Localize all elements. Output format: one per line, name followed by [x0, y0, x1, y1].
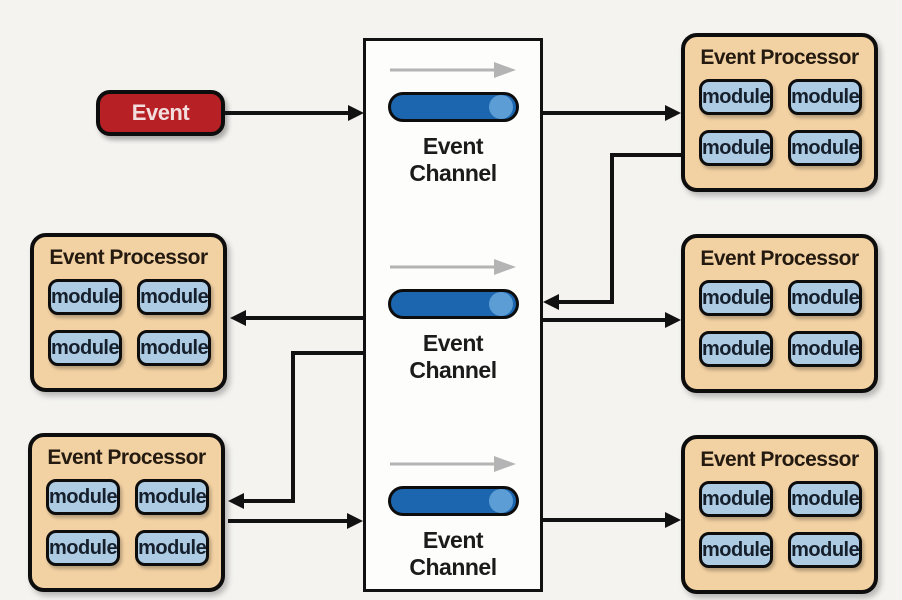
event-processor-bottom-left: Event Processor module module module mod…: [28, 433, 225, 592]
event-processor-title: Event Processor: [700, 448, 859, 471]
event-processor-title: Event Processor: [700, 46, 859, 69]
event-channel-group-1: Event Channel: [366, 61, 540, 187]
module-box: module: [788, 280, 863, 316]
module-grid: module module module module: [46, 479, 210, 566]
arrowhead-into-processor-tr: [665, 105, 681, 121]
arrowhead-into-processor-br: [665, 512, 681, 528]
module-box: module: [46, 530, 121, 566]
connector-processor-tr-to-channel2-seg2: [610, 153, 614, 304]
module-box: module: [788, 79, 863, 115]
module-box: module: [699, 280, 774, 316]
arrowhead-into-processor-bl: [228, 493, 244, 509]
module-box: module: [699, 79, 774, 115]
event-channel-column: Event Channel Event Channel Event: [363, 38, 543, 592]
connector-processor-tr-to-channel2-seg3: [559, 300, 614, 304]
module-box: module: [788, 481, 863, 517]
module-grid: module module module module: [699, 481, 863, 568]
module-box: module: [699, 331, 774, 367]
module-box: module: [699, 481, 774, 517]
connector-channel2-to-processor-bl-seg1: [291, 351, 363, 355]
module-box: module: [137, 279, 212, 315]
arrowhead-into-processor-mr: [665, 312, 681, 328]
event-box: Event: [96, 90, 225, 136]
module-box: module: [48, 330, 123, 366]
queue-cap-icon: [488, 292, 513, 316]
event-label: Event: [131, 100, 190, 125]
module-box: module: [135, 479, 210, 515]
event-channel-group-3: Event Channel: [366, 455, 540, 581]
event-processor-title: Event Processor: [49, 246, 208, 269]
connector-channel2-to-processor-bl-seg2: [291, 351, 295, 503]
event-processor-middle-right: Event Processor module module module mod…: [681, 234, 878, 393]
module-box: module: [699, 130, 774, 166]
arrowhead-into-channel3: [347, 513, 363, 529]
flow-direction-arrow-icon: [390, 456, 516, 472]
module-box: module: [699, 532, 774, 568]
event-processor-top-right: Event Processor module module module mod…: [681, 33, 878, 192]
arrowhead-into-processor-ml: [230, 310, 246, 326]
module-grid: module module module module: [48, 279, 212, 366]
module-box: module: [46, 479, 121, 515]
event-queue-icon: [387, 486, 519, 516]
module-box: module: [788, 331, 863, 367]
arrowhead-into-channel1: [348, 105, 364, 121]
event-channel-label: Event Channel: [409, 133, 497, 186]
event-channel-label: Event Channel: [409, 527, 497, 580]
connector-processor-bl-to-channel3: [228, 519, 347, 523]
event-processor-bottom-right: Event Processor module module module mod…: [681, 435, 878, 594]
module-box: module: [135, 530, 210, 566]
connector-channel2-to-processor-mr: [543, 318, 665, 322]
module-grid: module module module module: [699, 280, 863, 367]
flow-direction-arrow-icon: [390, 62, 516, 78]
queue-cap-icon: [488, 489, 513, 513]
connector-channel1-to-processor-tr: [543, 111, 666, 115]
event-queue-icon: [387, 289, 519, 319]
connector-channel2-to-processor-ml: [246, 316, 363, 320]
module-box: module: [788, 532, 863, 568]
module-box: module: [48, 279, 123, 315]
connector-event-to-channel1: [224, 111, 350, 115]
event-processor-title: Event Processor: [47, 446, 206, 469]
event-channel-group-2: Event Channel: [366, 258, 540, 384]
module-box: module: [788, 130, 863, 166]
event-channel-label: Event Channel: [409, 330, 497, 383]
event-processor-middle-left: Event Processor module module module mod…: [30, 233, 227, 392]
connector-channel2-to-processor-bl-seg3: [244, 499, 295, 503]
event-processor-title: Event Processor: [700, 247, 859, 270]
module-box: module: [137, 330, 212, 366]
queue-cap-icon: [488, 95, 513, 119]
flow-direction-arrow-icon: [390, 259, 516, 275]
module-grid: module module module module: [699, 79, 863, 166]
event-queue-icon: [387, 92, 519, 122]
connector-channel3-to-processor-br: [543, 518, 665, 522]
connector-processor-tr-to-channel2-seg1: [612, 153, 681, 157]
arrowhead-into-channel2: [543, 294, 559, 310]
